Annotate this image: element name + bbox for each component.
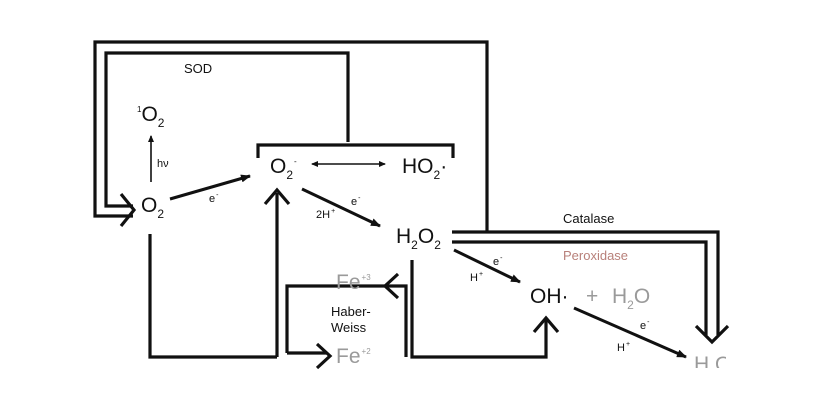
- water-product-clipped: H O: [694, 354, 726, 368]
- ferric-ion: Fe+3: [336, 271, 371, 294]
- sod-loop-chevron: [119, 192, 137, 228]
- electron-label-o2: e-: [209, 192, 219, 205]
- fe3-chevron: [382, 272, 400, 300]
- plus-sign: +: [586, 285, 599, 308]
- oxygen: O2: [141, 194, 165, 221]
- water-grey: H2O: [612, 285, 651, 312]
- hv-label: hν: [157, 158, 169, 170]
- h2o2-to-oh-arrow: [453, 248, 521, 284]
- hydroperoxyl: HO2·: [402, 155, 448, 182]
- weiss-label: Weiss: [331, 320, 367, 335]
- electron-label-h2o2: e-: [493, 255, 503, 268]
- fe2-arrow-line: [285, 284, 408, 357]
- oh-to-h2o-arrow: [573, 306, 687, 359]
- superoxide-to-h2o2-arrow: [301, 187, 381, 228]
- sod-loop-outer: [93, 40, 489, 232]
- peroxidase-label: Peroxidase: [563, 248, 629, 263]
- sod-bracket: [256, 143, 455, 158]
- catalase-line: [452, 230, 720, 335]
- oh-up-chevron: [532, 315, 560, 334]
- sod-loop-inner: [104, 51, 350, 208]
- proton-label-h2o2: H+: [470, 271, 484, 284]
- catalase-chevron: [694, 324, 730, 345]
- proton-label-oh: H+: [617, 341, 631, 354]
- sod-label: SOD: [184, 61, 213, 76]
- electron-label-superoxide: e-: [351, 195, 361, 208]
- superoxide-up-chevron: [263, 187, 291, 206]
- two-h-label: 2H+: [316, 208, 336, 221]
- haber-label: Haber-: [331, 304, 371, 319]
- peroxidase-line: [452, 240, 708, 335]
- singlet-oxygen: 1O2: [137, 103, 165, 130]
- hydroxyl-radical: OH·: [530, 285, 569, 308]
- h2o2-to-oh-line: [410, 260, 548, 359]
- o2-to-fe2-line: [148, 234, 277, 359]
- fe2-chevron: [315, 342, 333, 370]
- hydrogen-peroxide: H2O2: [396, 225, 441, 252]
- o2-to-superoxide-arrow: [169, 174, 251, 201]
- ferrous-ion: Fe+2: [336, 345, 371, 368]
- superoxide: O2-: [270, 155, 297, 182]
- electron-label-oh: e-: [640, 319, 650, 332]
- catalase-label: Catalase: [563, 211, 615, 226]
